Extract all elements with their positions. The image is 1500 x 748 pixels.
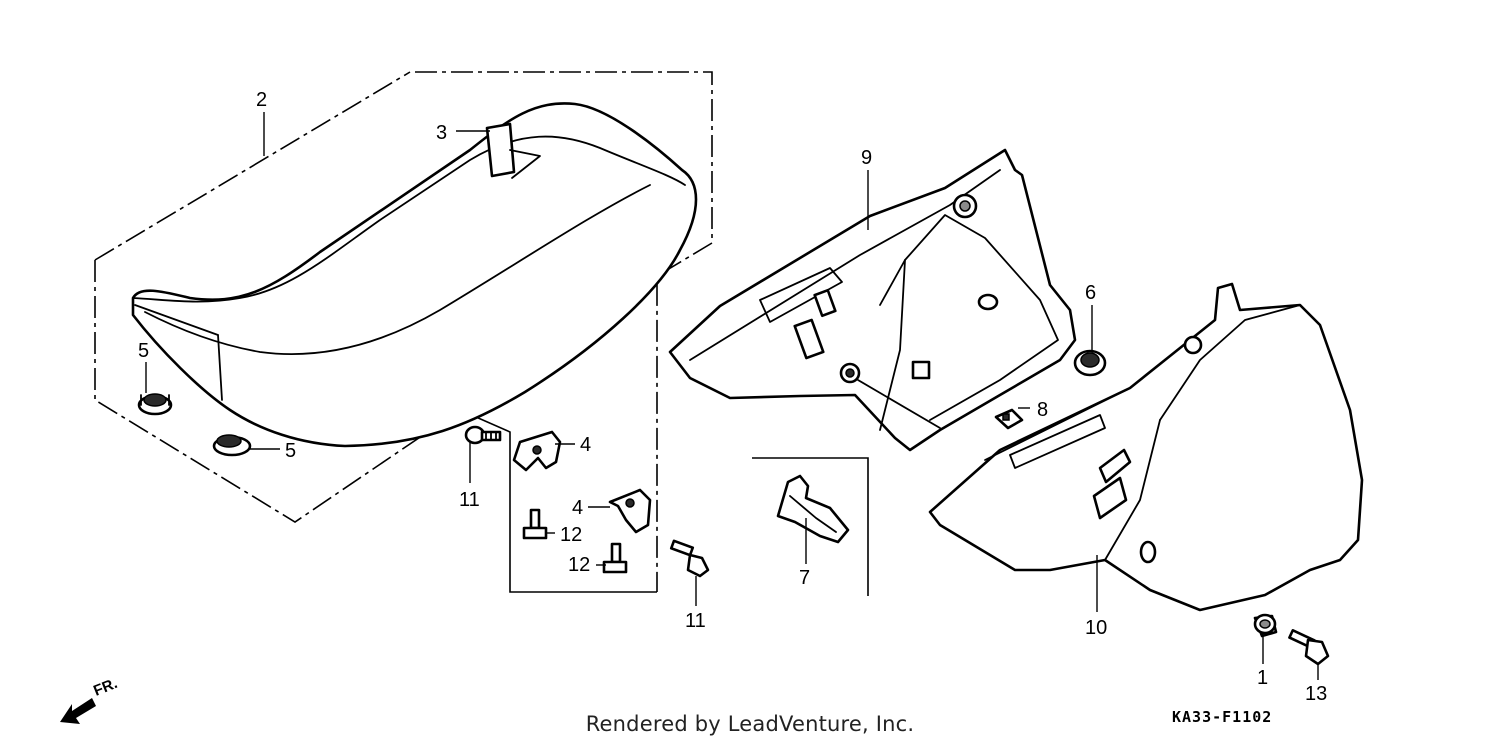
seat-cushion-b[interactable]	[212, 434, 252, 457]
right-side-cover[interactable]	[928, 282, 1364, 612]
front-arrow-icon	[60, 698, 96, 724]
bolt-13[interactable]	[1288, 629, 1330, 666]
callout-12b: 12	[568, 554, 590, 576]
callout-6: 6	[1085, 282, 1096, 304]
side-cover-grip[interactable]	[776, 474, 850, 544]
footer-credit: Rendered by LeadVenture, Inc.	[585, 712, 915, 736]
bracket-group-frame	[459, 409, 657, 593]
callout-3: 3	[436, 122, 447, 144]
callout-10: 10	[1085, 617, 1107, 639]
seat-cushion-a[interactable]	[137, 393, 173, 416]
callout-13: 13	[1305, 683, 1327, 705]
front-label: FR.	[91, 675, 120, 700]
callout-11b: 11	[685, 610, 706, 632]
collar[interactable]	[1253, 613, 1278, 638]
seat-group-outline	[94, 71, 713, 592]
callout-12a: 12	[560, 524, 582, 546]
front-direction-indicator: FR.	[60, 675, 120, 724]
seat-bracket-a[interactable]	[512, 430, 562, 472]
flange-bolt-b[interactable]	[669, 539, 710, 578]
callout-1: 1	[1257, 667, 1268, 689]
callout-4a: 4	[580, 434, 591, 456]
side-cover-clip[interactable]	[994, 408, 1024, 430]
side-cover-grommet[interactable]	[1073, 349, 1107, 377]
seat-bracket-b[interactable]	[608, 488, 652, 534]
left-side-cover[interactable]	[668, 148, 1077, 452]
bolt-12-a[interactable]	[522, 508, 548, 540]
callout-11a: 11	[459, 489, 480, 511]
callout-5b: 5	[285, 440, 296, 462]
callout-5a: 5	[138, 340, 149, 362]
callout-9: 9	[861, 147, 872, 169]
callout-2: 2	[256, 89, 267, 111]
seat[interactable]	[131, 102, 698, 448]
bolt-12-b[interactable]	[602, 542, 628, 574]
flange-bolt-a[interactable]	[464, 425, 502, 445]
callout-8: 8	[1037, 399, 1048, 421]
callout-7: 7	[799, 567, 810, 589]
diagram-code: KA33-F1102	[1172, 708, 1273, 726]
callout-4b: 4	[572, 497, 583, 519]
seat-strap[interactable]	[485, 122, 541, 179]
grip-group-frame	[752, 457, 869, 596]
